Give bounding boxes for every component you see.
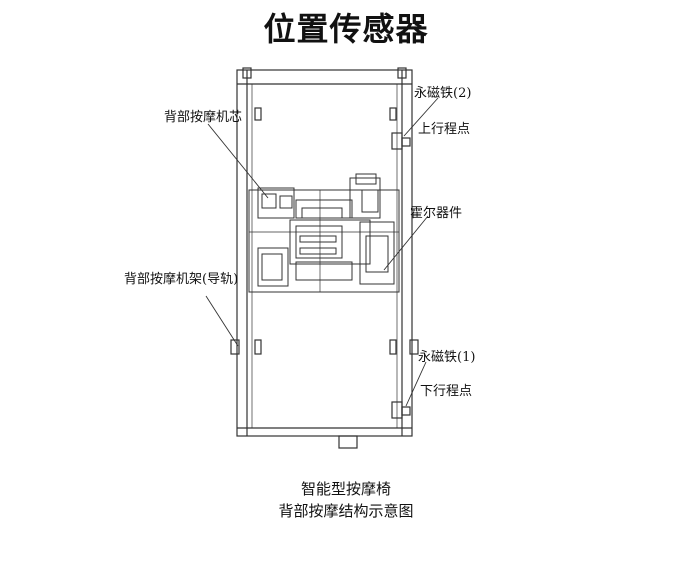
- permanent-magnet-2: [391, 132, 411, 150]
- label-permanent-magnet-1: 永磁铁(1): [418, 350, 476, 365]
- label-back-massage-core: 背部按摩机芯: [164, 110, 243, 125]
- permanent-magnet-1: [391, 401, 411, 419]
- massage-core: [248, 173, 400, 293]
- label-permanent-magnet-2: 永磁铁(2): [414, 86, 472, 101]
- caption-line-2: 背部按摩结构示意图: [278, 502, 414, 520]
- label-back-massage-frame: 背部按摩机架(导轨): [124, 272, 239, 287]
- label-hall-sensor: 霍尔器件: [410, 206, 463, 221]
- leader-lines: [205, 97, 439, 407]
- caption-line-1: 智能型按摩椅: [300, 480, 391, 498]
- label-upper-limit-point: 上行程点: [418, 122, 471, 137]
- label-lower-limit-point: 下行程点: [420, 384, 473, 399]
- frame-rail: [230, 67, 419, 449]
- page-title: 位置传感器: [263, 10, 429, 48]
